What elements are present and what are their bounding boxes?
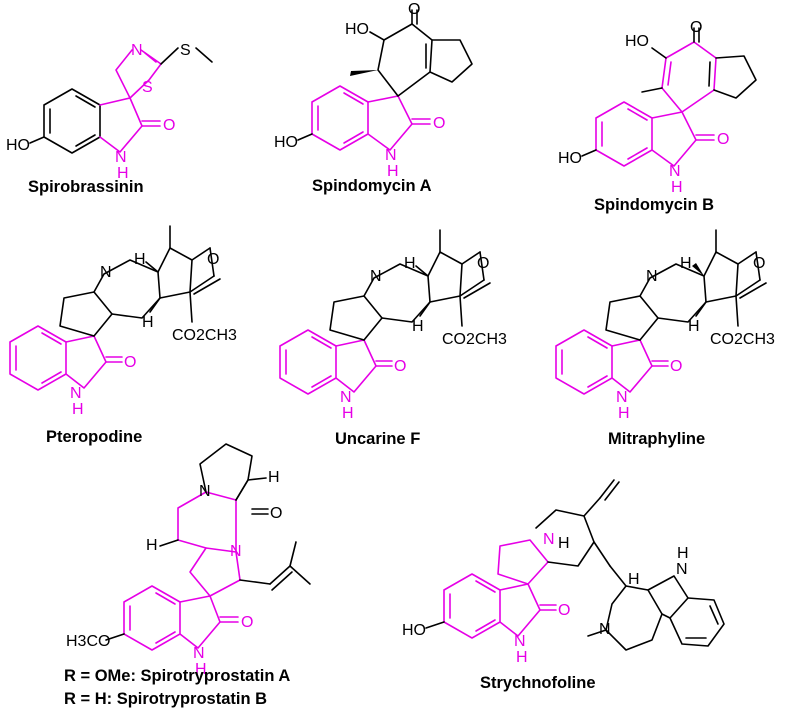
atom-o-ketone: O — [690, 19, 702, 36]
mitraphyline-structure: N H O H CO2CH3 O N H Mitraphyline — [555, 229, 775, 448]
atom-nh-n: N — [70, 385, 82, 402]
atom-n: N — [646, 268, 658, 285]
atom-o-ring: O — [753, 255, 765, 272]
atom-h2: H — [412, 318, 424, 335]
atom-h2: H — [628, 571, 640, 588]
atom-n1: N — [199, 483, 211, 500]
atom-nh-n: N — [514, 633, 526, 650]
atom-ho: HO — [345, 21, 369, 38]
atom-o: O — [558, 602, 570, 619]
atom-indole-n: N — [676, 561, 688, 578]
atom-o-ring: O — [207, 251, 219, 268]
caption-spirotryprostatin-a: R = OMe: Spirotryprostatin A — [64, 667, 290, 685]
ester: CO2CH3 — [172, 327, 237, 344]
atom-o: O — [717, 131, 729, 148]
atom-h1: H — [134, 251, 146, 268]
spindomycin-a-structure: HO O O N H HO Spindomycin A — [274, 1, 473, 195]
atom-nh-h: H — [618, 405, 630, 422]
substituent-h3co: H3CO — [66, 633, 110, 650]
atom-nh-h: H — [516, 649, 528, 666]
atom-h2: H — [142, 314, 154, 331]
spirobrassinin-structure: N S S O N H HO Spirobrassinin — [6, 42, 213, 196]
atom-nh-n: N — [340, 389, 352, 406]
atom-nh-n: N — [385, 147, 397, 164]
uncarine-f-structure: N H O H CO2CH3 O N H Uncarine F — [279, 229, 507, 448]
atom-n2: N — [230, 543, 242, 560]
atom-s-methyl: S — [180, 42, 191, 59]
atom-n-methyl: N — [599, 621, 611, 638]
atom-nh-h: H — [387, 163, 399, 180]
ester: CO2CH3 — [442, 331, 507, 348]
atom-h1: H — [558, 535, 570, 552]
atom-nh-h: H — [72, 401, 84, 418]
spirotryprostatin-structure: N H O H N O N H H3CO R = OMe: Spirotrypr… — [64, 443, 311, 708]
atom-nh-n: N — [616, 389, 628, 406]
atom-o: O — [241, 614, 253, 631]
atom-h2: H — [688, 318, 700, 335]
caption-spindomycin-b: Spindomycin B — [594, 196, 714, 214]
substituent-ho: HO — [558, 150, 582, 167]
atom-o-ketone: O — [408, 1, 420, 18]
atom-n: N — [131, 42, 143, 59]
atom-nh-h: H — [195, 661, 207, 678]
pteropodine-structure: N H O H CO2CH3 O N H Pteropodine — [9, 225, 237, 446]
caption-uncarine-f: Uncarine F — [335, 430, 420, 448]
atom-o: O — [163, 117, 175, 134]
spindomycin-b-structure: HO O O N H HO Spindomycin B — [558, 19, 757, 214]
atom-nh-n: N — [669, 163, 681, 180]
atom-o: O — [670, 358, 682, 375]
atom-o: O — [433, 115, 445, 132]
substituent-ho: HO — [6, 137, 30, 154]
caption-spirobrassinin: Spirobrassinin — [28, 178, 144, 196]
atom-h2: H — [146, 537, 158, 554]
atom-o: O — [124, 354, 136, 371]
atom-h1: H — [680, 255, 692, 272]
atom-nh-h: H — [117, 165, 129, 182]
atom-nh-n: N — [115, 149, 127, 166]
substituent-ho: HO — [274, 134, 298, 151]
atom-ho: HO — [625, 33, 649, 50]
ester: CO2CH3 — [710, 331, 775, 348]
caption-spindomycin-a: Spindomycin A — [312, 177, 432, 195]
atom-h1: H — [404, 255, 416, 272]
atom-s-ring: S — [142, 79, 153, 96]
atom-n: N — [100, 264, 112, 281]
caption-mitraphyline: Mitraphyline — [608, 430, 705, 448]
atom-o-ring: O — [477, 255, 489, 272]
atom-n: N — [370, 268, 382, 285]
atom-nh-h: H — [342, 405, 354, 422]
atom-nh-h: H — [671, 179, 683, 196]
caption-pteropodine: Pteropodine — [46, 428, 142, 446]
strychnofoline-structure: N H H N H N O N H HO Strychnofoline — [402, 479, 725, 692]
atom-o: O — [394, 358, 406, 375]
atom-o-ketone: O — [270, 505, 282, 522]
atom-n1: N — [543, 531, 555, 548]
atom-nh-n: N — [193, 645, 205, 662]
caption-spirotryprostatin-b: R = H: Spirotryprostatin B — [64, 690, 267, 708]
substituent-ho: HO — [402, 622, 426, 639]
atom-indole-h: H — [677, 545, 689, 562]
atom-h1: H — [268, 469, 280, 486]
caption-strychnofoline: Strychnofoline — [480, 674, 596, 692]
